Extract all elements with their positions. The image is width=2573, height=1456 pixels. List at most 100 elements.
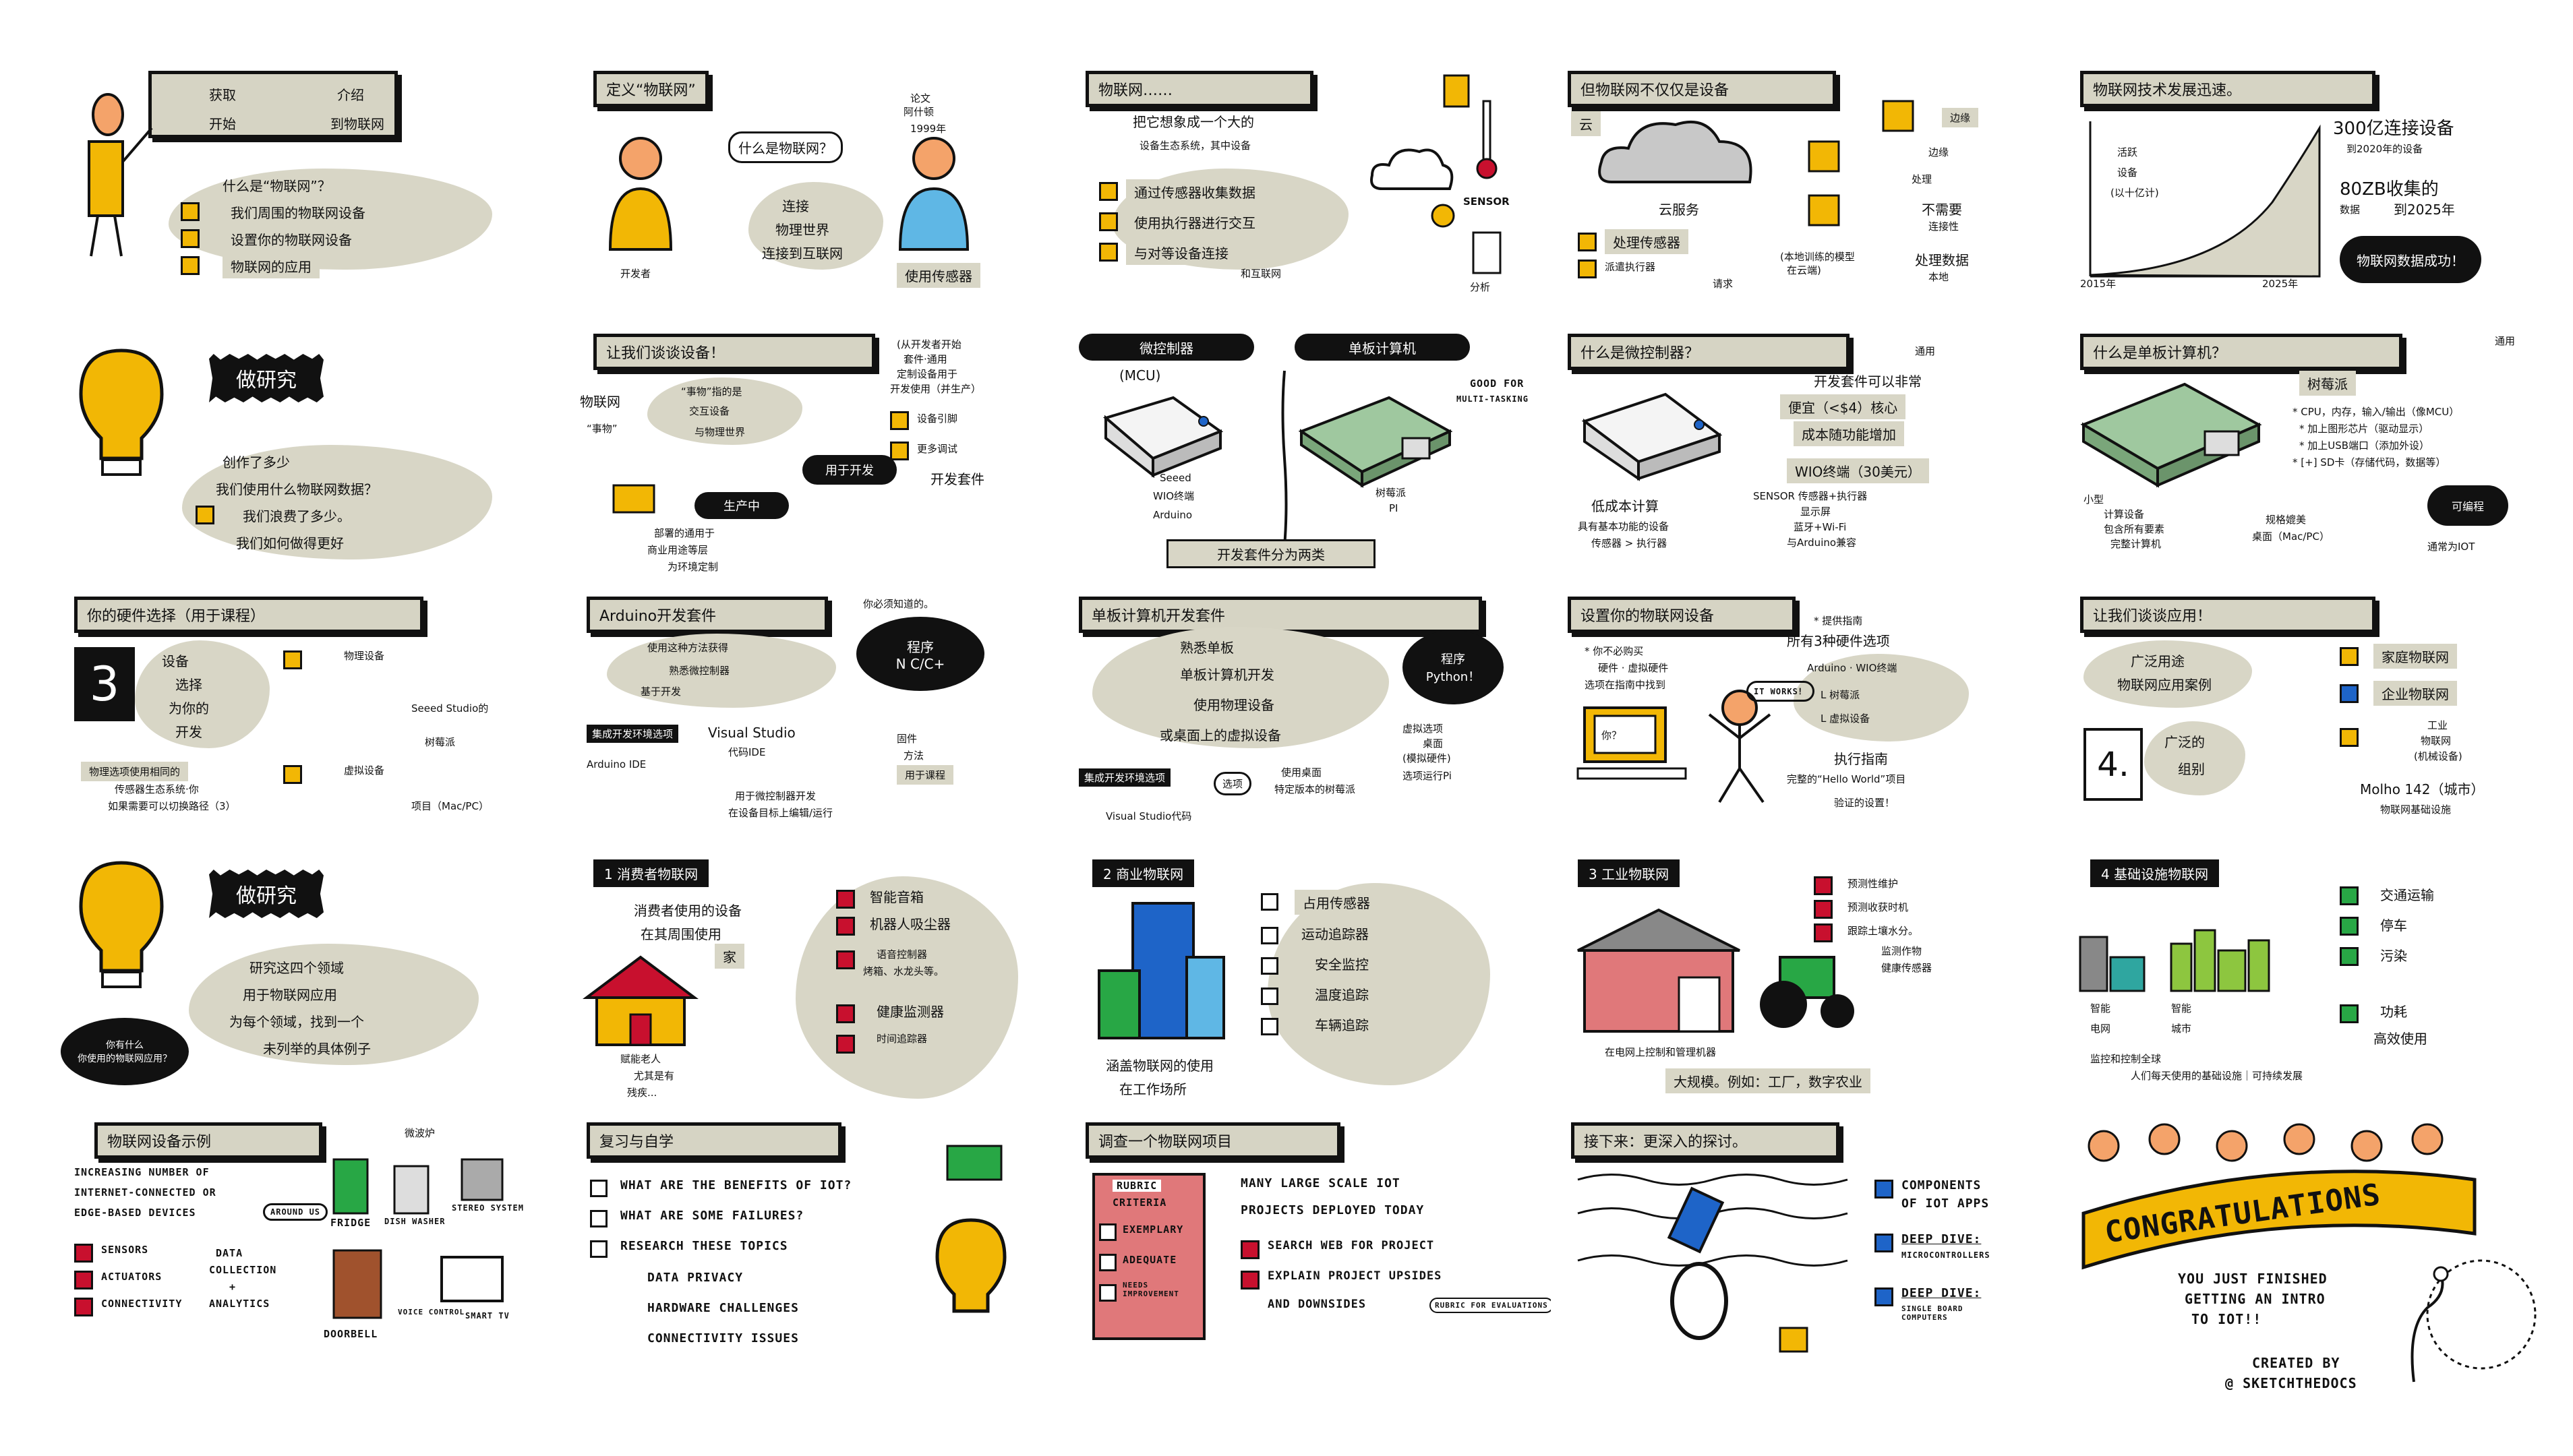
deep-dive-mcu: deep dive: xyxy=(1901,1232,1982,1246)
good-for: Good for xyxy=(1470,377,1525,390)
checkbox xyxy=(1814,900,1833,919)
data-collection: + xyxy=(229,1281,237,1293)
it-works: IT WORKS！ xyxy=(1746,681,1814,702)
sbc-header: 单板计算机 xyxy=(1295,334,1470,361)
things-mean: “事物”指的是 xyxy=(681,386,742,398)
disabled: 残疾... xyxy=(627,1087,657,1099)
wio-terminal-icon xyxy=(1581,392,1723,481)
checkbox xyxy=(1099,182,1118,201)
checkbox xyxy=(1261,988,1278,1005)
panel-header: 1 消费者物联网 xyxy=(593,859,709,887)
sbc-dev: 单板计算机开发 xyxy=(1180,667,1274,683)
panel-header: 复习与自学 xyxy=(587,1122,841,1159)
y-label-devices: 设备 xyxy=(2117,166,2138,179)
rubric-exemplary: exemplary xyxy=(1123,1223,1184,1236)
panel-congratulations: CONGRATULATIONS you just finished gettin… xyxy=(2063,1105,2549,1416)
kit-core: 便宜（<$4）核心 xyxy=(1780,394,1906,419)
kit-cheap: 开发套件可以非常 xyxy=(1814,373,1922,390)
device-pins: 设备引脚 xyxy=(917,413,958,425)
guide-options: 选项在指南中找到 xyxy=(1585,679,1666,691)
checkbox xyxy=(1099,1223,1117,1241)
growth-chart xyxy=(2089,121,2321,278)
single-board-computers: single board computers xyxy=(1901,1304,1963,1322)
checkbox xyxy=(74,1298,93,1316)
especially: 尤其是有 xyxy=(634,1070,675,1082)
raspberry-pi-icon xyxy=(2080,382,2262,488)
checkbox xyxy=(1814,876,1833,895)
panel-sbc-kit: 单板计算机开发套件 程序 Python！ 熟悉单板 单板计算机开发 使用物理设备… xyxy=(1079,586,1551,856)
wio-display: 显示屏 xyxy=(1800,506,1831,518)
checkbox xyxy=(2340,647,2359,666)
many-projects: many large scale IoT xyxy=(1241,1176,1400,1190)
not-needed: 不需要 xyxy=(1922,202,1962,218)
paper-year: 1999年 xyxy=(910,123,947,135)
divider-line xyxy=(1281,370,1288,547)
for-your: 为你的 xyxy=(169,700,209,717)
checkbox xyxy=(590,1210,608,1227)
stat-2020: 到2020年的设备 xyxy=(2346,143,2423,155)
deployed-today: projects deployed today xyxy=(1241,1203,1425,1217)
lightbulb-icon xyxy=(79,861,164,988)
peacock-icon xyxy=(2411,1259,2537,1383)
tv-icon xyxy=(440,1256,504,1302)
paper-author: 阿什顿 xyxy=(904,106,935,118)
choice-count: 3 xyxy=(74,647,135,721)
checkbox xyxy=(2340,1004,2359,1023)
checkbox xyxy=(283,650,302,669)
checkbox xyxy=(74,1244,93,1263)
checkbox xyxy=(590,1240,608,1258)
grid-label: 电网 xyxy=(2090,1023,2111,1035)
topic-hardware: hardware challenges xyxy=(647,1301,799,1315)
panel-header: 什么是单板计算机？ xyxy=(2080,334,2402,370)
daily-infrastructure: 人们每天使用的基础设施｜可持续发展 xyxy=(2131,1070,2303,1082)
program-cloud: 程序 N C/C+ xyxy=(856,617,984,691)
sensor-tag: SENSOR xyxy=(1463,195,1510,208)
stereo-system: stereo system xyxy=(452,1203,524,1213)
wide-use: 广泛用途 xyxy=(2131,653,2185,669)
process-sensors: 处理传感器 xyxy=(1605,229,1688,254)
wio-terminal-icon xyxy=(1102,396,1224,479)
bg-blob xyxy=(1092,627,1389,748)
stereo-icon xyxy=(461,1158,504,1201)
panel-not-only-devices: 但物联网不仅仅是设备 云 云服务 处理传感器 派遣执行器 请求 (本地训练的模型… xyxy=(1564,61,2036,330)
panel-header: 物联网…… xyxy=(1086,71,1313,107)
panel-do-research-1: 做研究 创作了多少 我们使用什么物联网数据？ 我们浪费了多少。 我们如何做得更好 xyxy=(61,324,533,593)
request-label: 请求 xyxy=(1713,278,1734,290)
lightbulb-icon xyxy=(79,348,164,476)
wide-groups: 广泛的 xyxy=(2164,734,2205,750)
checkbox xyxy=(1261,957,1278,975)
virtual-device: L 虚拟设备 xyxy=(1821,712,1870,725)
happy-figure xyxy=(1708,690,1771,803)
getting-intro: getting an intro xyxy=(2185,1291,2326,1307)
prod-note: 部署的通用于 xyxy=(654,527,715,539)
of-iot-apps: of IoT apps xyxy=(1901,1196,1990,1211)
research-item: 创作了多少 xyxy=(223,454,290,471)
checkbox xyxy=(590,1180,608,1197)
panel-infrastructure-iot: 4 基础设施物联网 交通运输 停车 污染 智能 电网 智能 城市 功耗 高效使用… xyxy=(2077,849,2549,1119)
raspberry-pi: 树莓派 xyxy=(425,736,456,748)
dev-label: 开发 xyxy=(175,724,202,740)
switch-path: 如果需要可以切换路径（3） xyxy=(108,800,236,812)
dispatch-actuators: 派遣执行器 xyxy=(1605,261,1656,273)
just-finished: you just finished xyxy=(2178,1271,2328,1287)
question-2: 你使用的物联网应用？ xyxy=(78,1054,172,1064)
virtual-device: 虚拟设备 xyxy=(344,764,385,777)
prod-bubble: 生产中 xyxy=(694,492,789,519)
arduino-wio: Arduino · WIO终端 xyxy=(1807,662,1897,674)
panel-what-is-mcu: 什么是微控制器？ 通用 开发套件可以非常 便宜（<$4）核心 成本随功能增加 W… xyxy=(1564,324,2036,593)
computer-icon xyxy=(1576,706,1687,780)
low-cost: 低成本计算 xyxy=(1591,498,1659,514)
checkbox xyxy=(836,890,855,909)
smart-tv: smart tv xyxy=(465,1311,510,1321)
panel-header: 但物联网不仅仅是设备 xyxy=(1568,71,1836,107)
checkbox xyxy=(1099,212,1118,231)
panel-header: 你的硬件选择（用于课程） xyxy=(74,597,423,633)
checkbox xyxy=(1814,923,1833,942)
rubric-adequate: adequate xyxy=(1123,1254,1177,1266)
building-icon xyxy=(1472,231,1502,274)
data-collection: analytics xyxy=(209,1298,270,1310)
devices-line: increasing number of xyxy=(74,1166,210,1178)
checkbox xyxy=(1261,1018,1278,1035)
analysis-tag: 分析 xyxy=(1470,281,1491,293)
checkbox xyxy=(1099,1254,1117,1271)
